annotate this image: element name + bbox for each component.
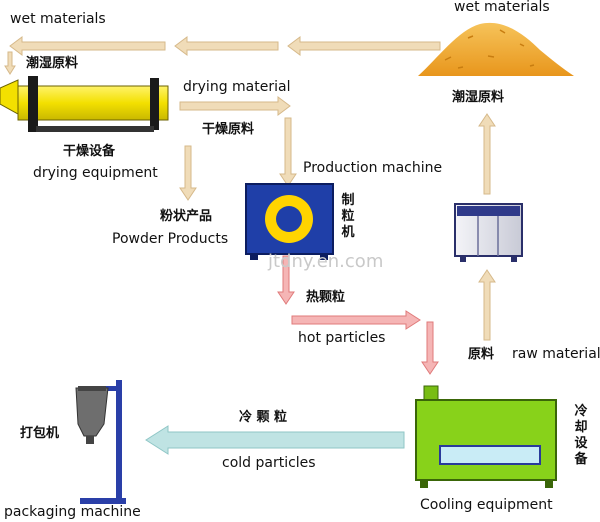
raw-material-label: raw material [512, 346, 600, 362]
drying-equipment [0, 76, 169, 132]
powder-products-zh-label: 粉状产品 [160, 209, 213, 224]
packaging-machine [75, 380, 126, 504]
cooling-equipment-zh-label: 冷却设备 [574, 404, 588, 467]
wet-materials-label-left: wet materials [10, 11, 106, 27]
packaging-machine-label: packaging machine [4, 504, 141, 520]
raw-material-up-arrow [478, 269, 496, 341]
drying-material-label: drying material [183, 79, 291, 95]
wet-material-pile [418, 22, 574, 76]
production-machine-zh-label: 制粒机 [341, 193, 355, 240]
drying-equipment-zh-label: 干燥设备 [63, 144, 116, 159]
granulator [245, 183, 334, 260]
wet-materials-label-right: wet materials [454, 0, 550, 15]
cold-particles-zh-label: 冷 颗 粒 [239, 410, 288, 425]
hot-particles-label: hot particles [298, 330, 386, 346]
powder-products-label: Powder Products [112, 231, 229, 247]
packaging-machine-zh-label: 打包机 [20, 426, 60, 441]
to-granulator-arrow [279, 117, 297, 187]
drying-equipment-label: drying equipment [33, 165, 158, 181]
cabinet-up-arrow [478, 113, 496, 195]
hot-particles-down-arrow-1 [277, 255, 295, 305]
hot-particles-down-arrow-2 [421, 321, 439, 375]
wet-materials-zh-label-right: 潮湿原料 [452, 90, 505, 105]
wet-materials-zh-label-left: 潮湿原料 [26, 56, 79, 71]
powder-arrow [179, 145, 197, 201]
cooling-equipment [415, 385, 557, 488]
drying-material-zh-label: 干燥原料 [202, 122, 255, 137]
hot-particles-zh-label: 热颗粒 [306, 290, 346, 305]
watermark: jtdny.en.com [268, 251, 384, 272]
drying-material-arrow [179, 96, 291, 116]
production-machine-label: Production machine [303, 160, 443, 176]
hot-particles-right-arrow [291, 310, 421, 330]
raw-material-zh-label: 原料 [468, 347, 495, 362]
cooling-equipment-label: Cooling equipment [420, 497, 553, 513]
cold-particles-arrow [145, 425, 405, 455]
wet-materials-flow-arrows [9, 36, 441, 56]
raw-material-cabinet [454, 203, 523, 262]
feed-arrow [4, 51, 16, 75]
cold-particles-label: cold particles [222, 455, 316, 471]
